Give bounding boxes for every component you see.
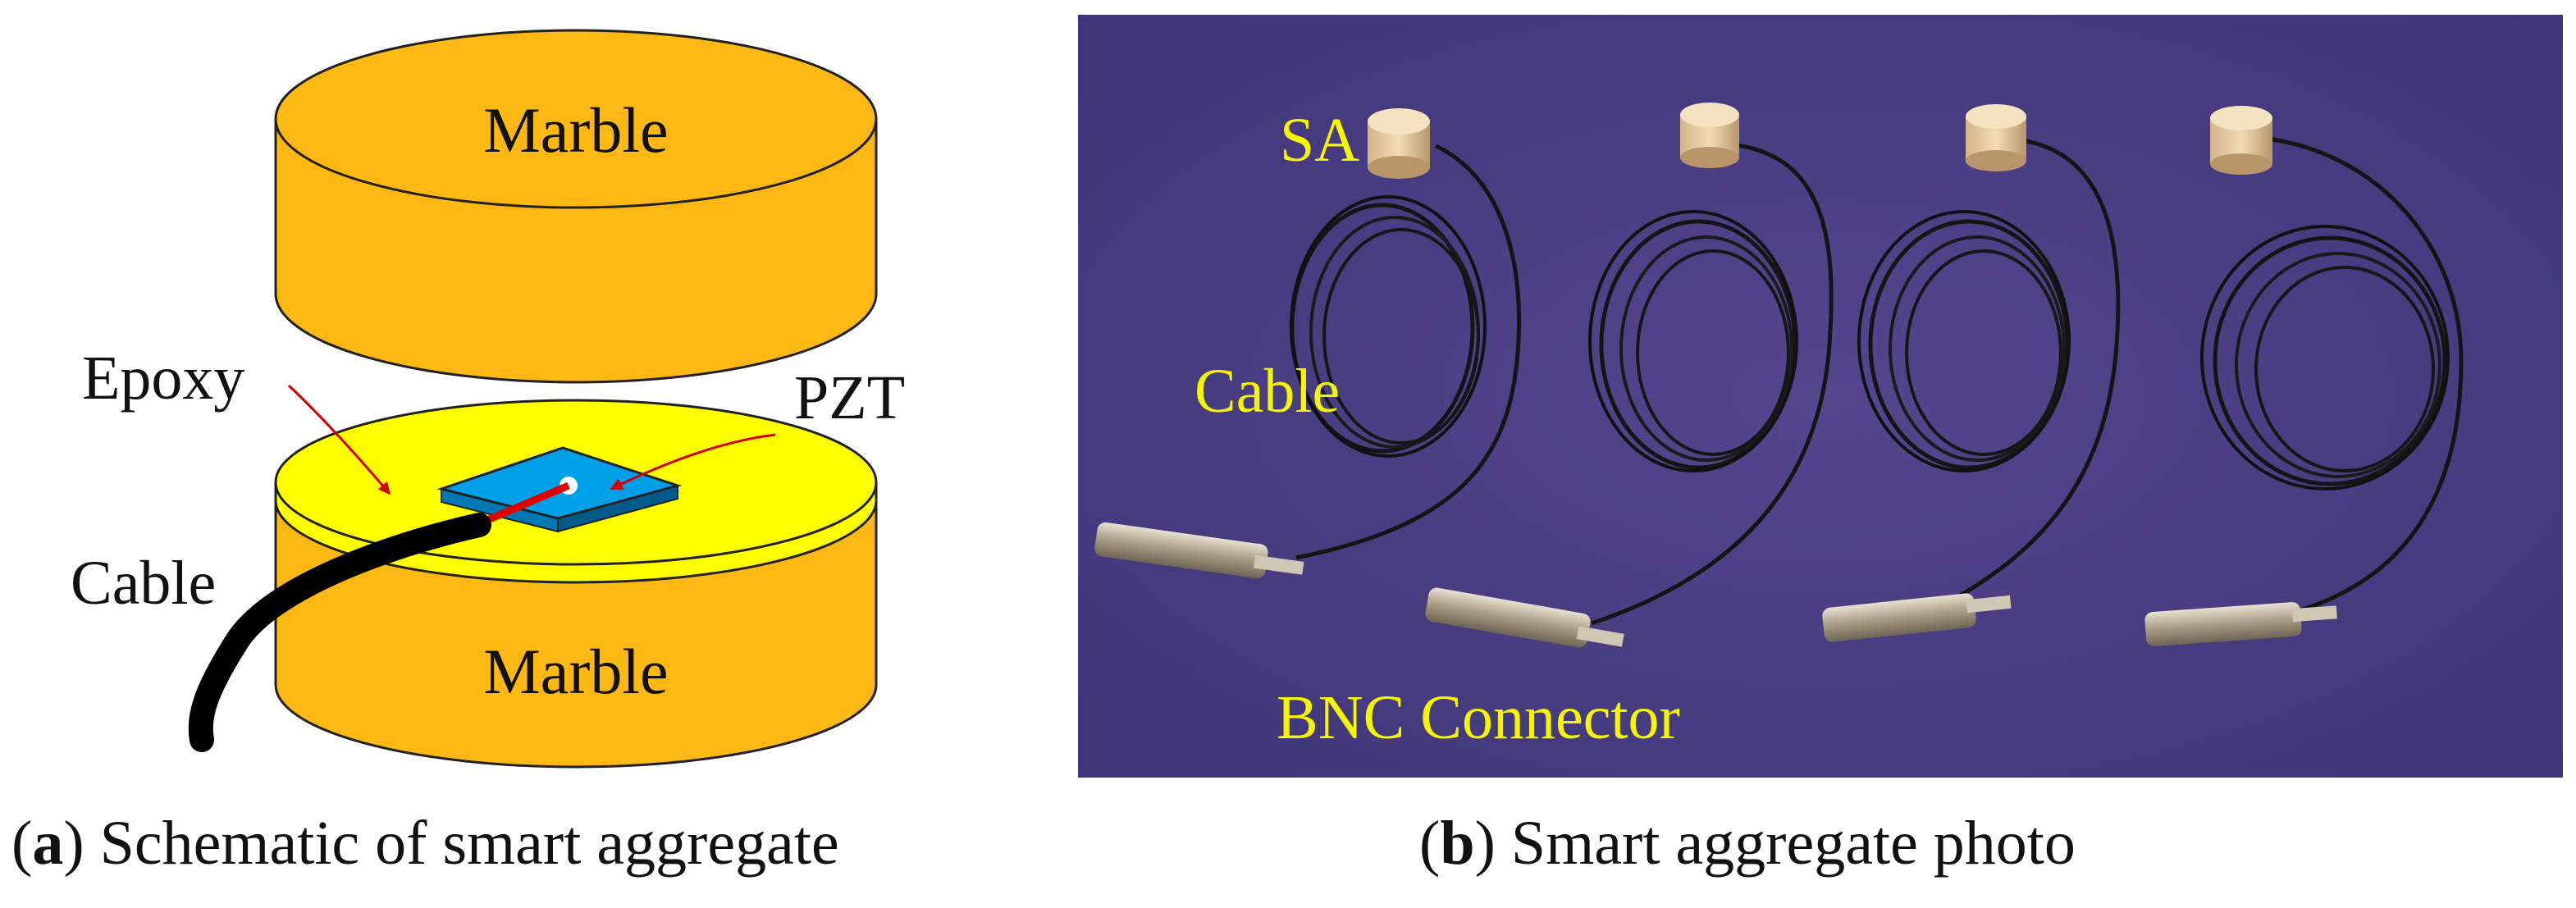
sensor-1 <box>1094 108 1522 579</box>
panel-b-photo: SA Cable BNC Connector <box>1078 15 2563 778</box>
label-pzt: PZT <box>794 363 905 432</box>
bnc-connector-3 <box>1822 593 2012 642</box>
caption-panel-b: (b) Smart aggregate photo <box>1419 812 2076 874</box>
cable-schematic <box>188 513 491 752</box>
caption-a-text: ) Schematic of smart aggregate <box>63 809 839 878</box>
sensor-4 <box>2144 106 2464 646</box>
caption-a-letter: a <box>32 809 64 878</box>
pzt-lead-wire <box>474 481 570 529</box>
epoxy-arrow <box>287 384 391 495</box>
label-cable-photo: Cable <box>1194 357 1340 426</box>
panel-a-schematic: Marble Marble Epoxy PZT Cable <box>71 29 905 769</box>
sa-sensor-3 <box>1966 104 2026 171</box>
label-bnc-connector: BNC Connector <box>1277 683 1680 752</box>
label-epoxy: Epoxy <box>82 344 244 413</box>
caption-b-open: ( <box>1419 809 1441 878</box>
label-sa: SA <box>1280 106 1359 175</box>
label-marble-bottom: Marble <box>483 636 668 707</box>
label-cable-schematic: Cable <box>71 549 216 618</box>
bnc-connector-4 <box>2144 602 2337 646</box>
sensor-3 <box>1822 104 2121 642</box>
sa-sensor-2 <box>1680 103 1739 168</box>
bnc-connector-2 <box>1425 587 1624 648</box>
sa-sensor-4 <box>2210 106 2272 175</box>
caption-b-text: ) Smart aggregate photo <box>1474 809 2076 878</box>
sensor-2 <box>1425 103 1834 648</box>
caption-b-letter: b <box>1440 809 1475 878</box>
sa-sensor-1 <box>1368 108 1430 179</box>
marble-top-cylinder: Marble <box>274 29 878 384</box>
bnc-connector-1 <box>1094 522 1304 579</box>
pzt-patch <box>436 446 683 533</box>
caption-panel-a: (a) Schematic of smart aggregate <box>11 812 839 874</box>
label-marble-top: Marble <box>483 94 668 166</box>
caption-a-open: ( <box>11 809 33 878</box>
pzt-arrow <box>610 433 776 491</box>
